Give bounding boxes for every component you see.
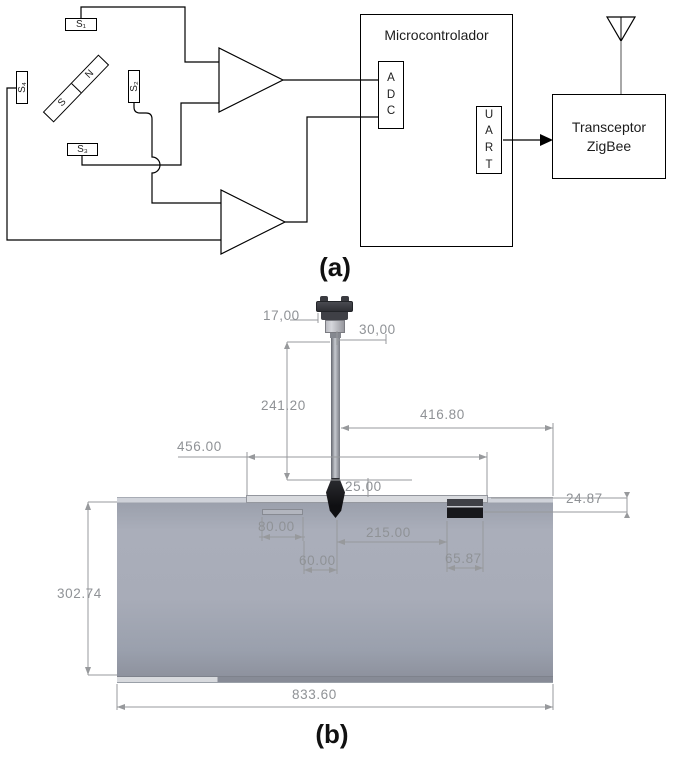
opamp-symbols	[218, 47, 287, 255]
sensor-s2: S₂	[128, 70, 140, 103]
wire-s4	[6, 87, 221, 241]
pipe-bottom-edge	[117, 676, 553, 683]
antenna-icon	[605, 16, 637, 94]
caption-b: (b)	[315, 719, 349, 749]
zigbee-label-line2: ZigBee	[586, 137, 632, 154]
dim-right-span: 416.80	[420, 407, 465, 422]
uart-letter: A	[485, 125, 493, 138]
fitting-bolt-right	[341, 296, 349, 302]
uart-block: U A R T	[476, 106, 502, 174]
sensor-s4-label: S₄	[16, 82, 28, 93]
dim-fitting-width: 30,00	[359, 322, 396, 337]
opamp1-icon	[218, 47, 285, 113]
fitting-bolt-left	[320, 296, 328, 302]
sensor-s2-label: S₂	[128, 81, 140, 92]
sensor-s1: S₁	[65, 18, 97, 31]
magnet: S N	[42, 54, 110, 123]
microcontroller-title: Microcontrolador	[384, 27, 489, 43]
sensor-block	[447, 499, 483, 518]
magnet-north-pole: N	[70, 55, 108, 94]
dim-pipe-diameter: 302.74	[57, 586, 102, 601]
adc-letter: A	[387, 71, 395, 84]
dim-probe-gap: 60.00	[299, 553, 336, 568]
fitting-nut	[325, 320, 345, 333]
sensor-s1-label: S₁	[75, 19, 87, 30]
probe-stem	[331, 333, 340, 479]
fitting-collar	[330, 333, 341, 338]
adc-letter: D	[386, 88, 396, 101]
sensor-s3-label: S₃	[77, 144, 88, 155]
wire-s3	[81, 102, 219, 166]
dim-fitting-offset: 17,00	[263, 308, 300, 323]
pipe-body	[117, 503, 553, 676]
sensor-wires	[6, 6, 378, 241]
adc-letter: C	[386, 105, 396, 118]
sensor-s3: S₃	[67, 143, 98, 156]
dim-sensor-height: 24.87	[566, 491, 603, 506]
adc-block: A D C	[378, 61, 404, 129]
dim-probe-width: 25.00	[345, 479, 382, 494]
fitting-cap	[316, 301, 353, 312]
zigbee-transceiver-box: Transceptor ZigBee	[552, 94, 666, 179]
uart-letter: U	[484, 108, 494, 121]
uart-letter: R	[484, 142, 494, 154]
dim-sensor-offset: 215.00	[366, 525, 411, 540]
small-plate	[262, 509, 303, 515]
uart-letter: T	[485, 158, 493, 171]
dim-stem-length: 241.20	[261, 398, 306, 413]
dim-plate-width: 456.00	[177, 439, 222, 454]
zigbee-label-line1: Transceptor	[571, 119, 647, 136]
magnet-south-pole: S	[56, 96, 69, 109]
opamp2-icon	[220, 189, 287, 255]
caption-a: (a)	[319, 252, 351, 282]
fitting-flange	[321, 312, 348, 320]
sensor-s4: S₄	[16, 71, 28, 104]
dim-sensor-width: 65.87	[445, 551, 482, 566]
wire-s2	[133, 103, 221, 204]
microcontroller-box	[360, 14, 513, 247]
dim-strip-width: 80.00	[258, 519, 295, 534]
dim-pipe-length: 833.60	[292, 687, 337, 702]
wire-s1	[80, 6, 219, 63]
